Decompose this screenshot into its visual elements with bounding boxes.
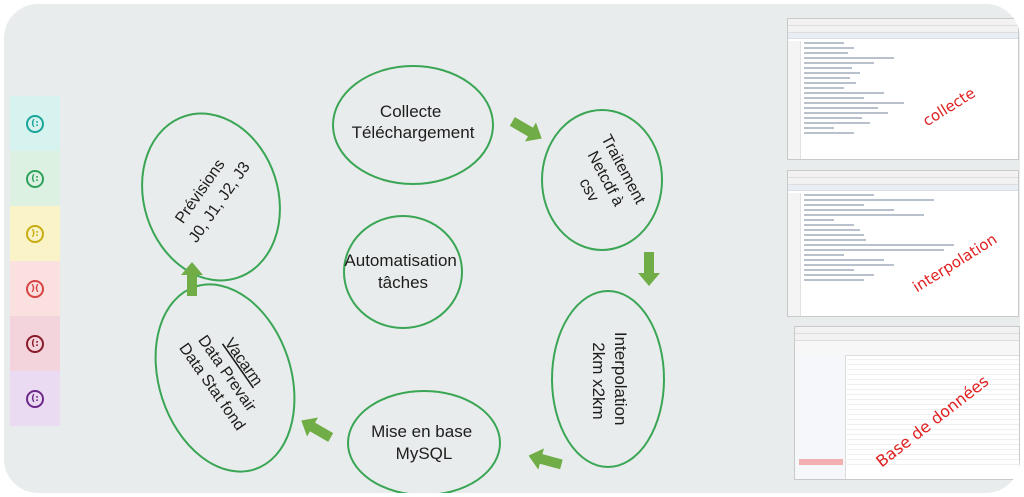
mise-en-base-line-2: MySQL — [396, 444, 453, 463]
svg-text:Collecte Téléchargement: Collecte Téléchargement — [352, 102, 475, 142]
svg-text:Vacarm Data Prevair: Vacarm Data Prevair Data Stat fond — [175, 317, 280, 433]
sidebar-item-4[interactable]: )( — [10, 261, 60, 316]
svg-text:Interpolation 2km x2km: Interpolation 2km x2km — [589, 332, 630, 430]
node-collecte — [332, 65, 494, 185]
interpolation-line-1: Interpolation — [611, 332, 630, 426]
center-line-2: tâches — [378, 273, 428, 292]
node-traitement — [541, 109, 663, 251]
colon-circle-icon: (: — [26, 115, 44, 133]
colon-circle-icon: (: — [26, 390, 44, 408]
node-center — [343, 215, 463, 329]
screenshot-database — [794, 326, 1020, 480]
interpolation-line-2: 2km x2km — [589, 342, 608, 419]
screenshot-interpolation — [787, 170, 1019, 317]
sidebar-item-5[interactable]: (: — [10, 316, 60, 371]
svg-text:Mise en base MySQL: Mise en base MySQL — [371, 422, 477, 463]
svg-text:Prévisions J0, J1, J2, J: Prévisions J0, J1, J2, J3 — [168, 146, 254, 246]
workflow-diagram: Collecte Téléchargement Traitement Netcd… — [141, 65, 665, 493]
arrow-1 — [509, 117, 542, 142]
colon-circle-icon: )( — [26, 280, 44, 298]
center-text: Automatisation tâches — [344, 251, 461, 292]
sidebar: (: (: ): )( (: (: — [10, 96, 60, 426]
arrow-3 — [528, 448, 563, 470]
colon-circle-icon: (: — [26, 335, 44, 353]
node-mise-en-base — [347, 390, 501, 493]
node-interpolation — [551, 290, 665, 468]
colon-circle-icon: ): — [26, 225, 44, 243]
sidebar-item-1[interactable]: (: — [10, 96, 60, 151]
sidebar-item-6[interactable]: (: — [10, 371, 60, 426]
mise-en-base-line-1: Mise en base — [371, 422, 472, 441]
sidebar-item-2[interactable]: (: — [10, 151, 60, 206]
center-line-1: Automatisation — [344, 251, 456, 270]
screenshot-collecte — [787, 18, 1019, 160]
colon-circle-icon: (: — [26, 170, 44, 188]
sidebar-item-3[interactable]: ): — [10, 206, 60, 261]
node-previsions — [141, 112, 281, 282]
arrow-2 — [638, 252, 660, 286]
svg-text:Traitement Netcdf à: Traitement Netcdf à csv — [562, 132, 650, 230]
collecte-line-1: Collecte — [380, 102, 441, 121]
slide-background: (: (: ): )( (: (: Collecte Téléchargemen… — [4, 4, 1020, 493]
arrow-5 — [181, 262, 203, 296]
arrow-4 — [301, 417, 334, 442]
collecte-line-2: Téléchargement — [352, 123, 475, 142]
